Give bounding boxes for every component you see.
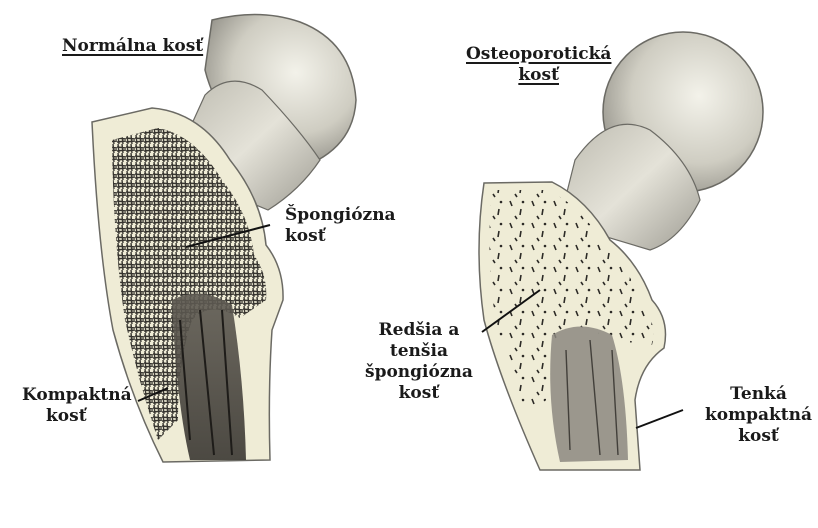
- normal-spongy-label: Špongiózna kosť: [285, 205, 396, 247]
- osteoporotic-bone-title: Osteoporotická kosť: [466, 44, 611, 86]
- osteoporotic-compact-label: Tenká kompaktná kosť: [705, 384, 812, 447]
- normal-bone-title: Normálna kosť: [62, 36, 203, 57]
- osteoporotic-compact-leader: [636, 410, 683, 428]
- osteoporotic-spongy-label: Redšia a tenšia špongiózna kosť: [365, 320, 473, 404]
- normal-compact-label: Kompaktná kosť: [22, 385, 132, 427]
